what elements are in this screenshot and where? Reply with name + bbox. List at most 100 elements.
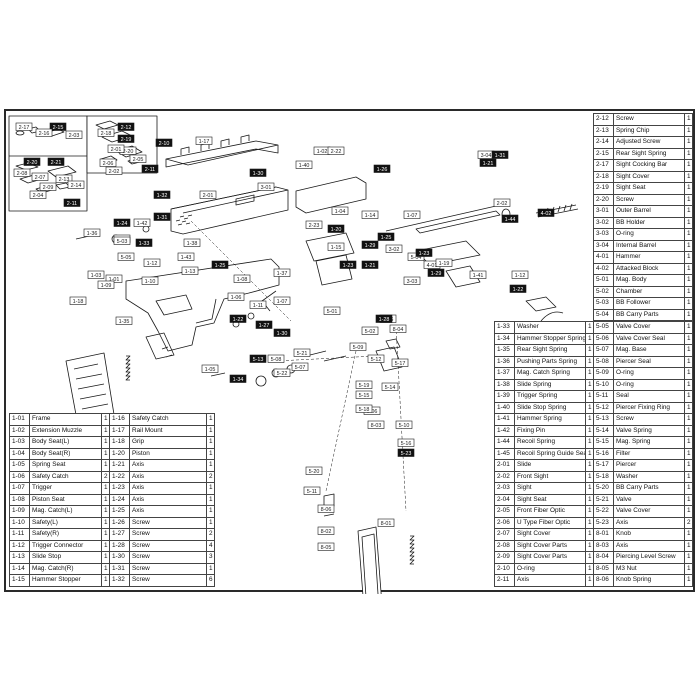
callout-code: 1-14 xyxy=(365,213,376,219)
callout-label: 2-17 xyxy=(15,122,33,131)
callout-code: 8-01 xyxy=(381,521,392,527)
callout-code: 5-23 xyxy=(401,451,412,457)
part-qty: 1 xyxy=(206,482,215,495)
callout-label: 5-05 xyxy=(117,252,135,261)
part-code: 5-03 xyxy=(593,297,614,310)
part-qty: 1 xyxy=(684,170,693,183)
part-qty: 1 xyxy=(206,447,215,460)
part-code: 5-09 xyxy=(593,367,614,380)
part-name: Axis xyxy=(613,516,685,529)
part-qty: 1 xyxy=(684,562,693,575)
part-code: 1-17 xyxy=(109,424,130,437)
callout-code: 1-27 xyxy=(259,323,270,329)
part-qty: 1 xyxy=(684,136,693,149)
part-code: 5-04 xyxy=(593,308,614,321)
callout-label: 1-31 xyxy=(153,212,171,221)
part-name: Valve Spring xyxy=(613,424,685,437)
part-code: 2-03 xyxy=(494,482,515,495)
callout-label: 1-14 xyxy=(361,210,379,219)
part-code: 3-03 xyxy=(593,228,614,241)
callout-label: 1-25 xyxy=(211,260,229,269)
part-code: 2-08 xyxy=(494,539,515,552)
part-qty: 1 xyxy=(684,470,693,483)
part-qty: 1 xyxy=(684,551,693,564)
part-qty: 1 xyxy=(684,459,693,472)
callout-label: 2-12 xyxy=(117,122,135,131)
callout-label: 8-04 xyxy=(389,324,407,333)
part-name: Axis xyxy=(129,470,207,483)
callout-label: 2-16 xyxy=(35,128,53,137)
callout-code: 1-03 xyxy=(91,273,102,279)
part-code: 5-10 xyxy=(593,378,614,391)
part-name: Valve Cover xyxy=(613,321,685,334)
part-code: 1-42 xyxy=(494,424,515,437)
part-qty: 1 xyxy=(101,574,110,587)
callout-label: 1-19 xyxy=(435,258,453,267)
callout-code: 2-11 xyxy=(145,167,155,173)
callout-code: 1-36 xyxy=(87,231,98,237)
part-code: 3-02 xyxy=(593,216,614,229)
callout-code: 8-06 xyxy=(321,507,332,513)
callout-label: 2-06 xyxy=(99,158,117,167)
part-name: Recoil Spring Guide Seal xyxy=(514,447,586,460)
part-code: 2-14 xyxy=(593,136,614,149)
callout-code: 1-25 xyxy=(215,263,226,269)
callout-label: 1-44 xyxy=(501,214,519,223)
part-qty: 1 xyxy=(101,551,110,564)
part-qty: 1 xyxy=(684,262,693,275)
callout-code: 1-44 xyxy=(505,217,516,223)
callout-code: 2-02 xyxy=(497,201,508,207)
part-qty: 1 xyxy=(206,562,215,575)
callout-label: 1-41 xyxy=(469,270,487,279)
part-qty: 1 xyxy=(684,239,693,252)
callout-label: 1-07 xyxy=(403,210,421,219)
callout-label: 8-06 xyxy=(317,504,335,513)
callout-code: 1-11 xyxy=(253,303,263,309)
part-code: 5-11 xyxy=(593,390,614,403)
part-name: Safety Catch xyxy=(129,413,207,426)
part-code: 1-06 xyxy=(9,470,30,483)
callout-label: 2-01 xyxy=(199,190,217,199)
part-qty: 2 xyxy=(206,470,215,483)
callout-label: 5-19 xyxy=(355,380,373,389)
callout-label: 4-02 xyxy=(537,208,555,217)
part-qty: 1 xyxy=(684,378,693,391)
callout-label: 2-08 xyxy=(13,168,31,177)
callout-label: 5-10 xyxy=(395,420,413,429)
frame-drawing xyxy=(125,258,280,360)
part-qty: 1 xyxy=(684,401,693,414)
part-name: Mag. Body xyxy=(613,274,685,287)
part-qty: 1 xyxy=(684,205,693,218)
callout-label: 5-07 xyxy=(291,362,309,371)
callout-code: 1-24 xyxy=(117,221,128,227)
callout-code: 2-16 xyxy=(39,131,50,137)
part-name: Knob xyxy=(613,528,685,541)
part-code: 1-23 xyxy=(109,482,130,495)
upper-slide-drawing xyxy=(295,176,367,286)
callout-label: 1-37 xyxy=(273,268,291,277)
part-code: 5-17 xyxy=(593,459,614,472)
part-qty: 1 xyxy=(585,528,594,541)
part-name: Pushing Parts Spring xyxy=(514,355,586,368)
callout-code: 2-23 xyxy=(309,223,320,229)
part-qty: 1 xyxy=(684,297,693,310)
part-code: 1-45 xyxy=(494,447,515,460)
part-name: Frame xyxy=(29,413,102,426)
callout-code: 5-04 xyxy=(411,255,422,261)
part-code: 3-04 xyxy=(593,239,614,252)
